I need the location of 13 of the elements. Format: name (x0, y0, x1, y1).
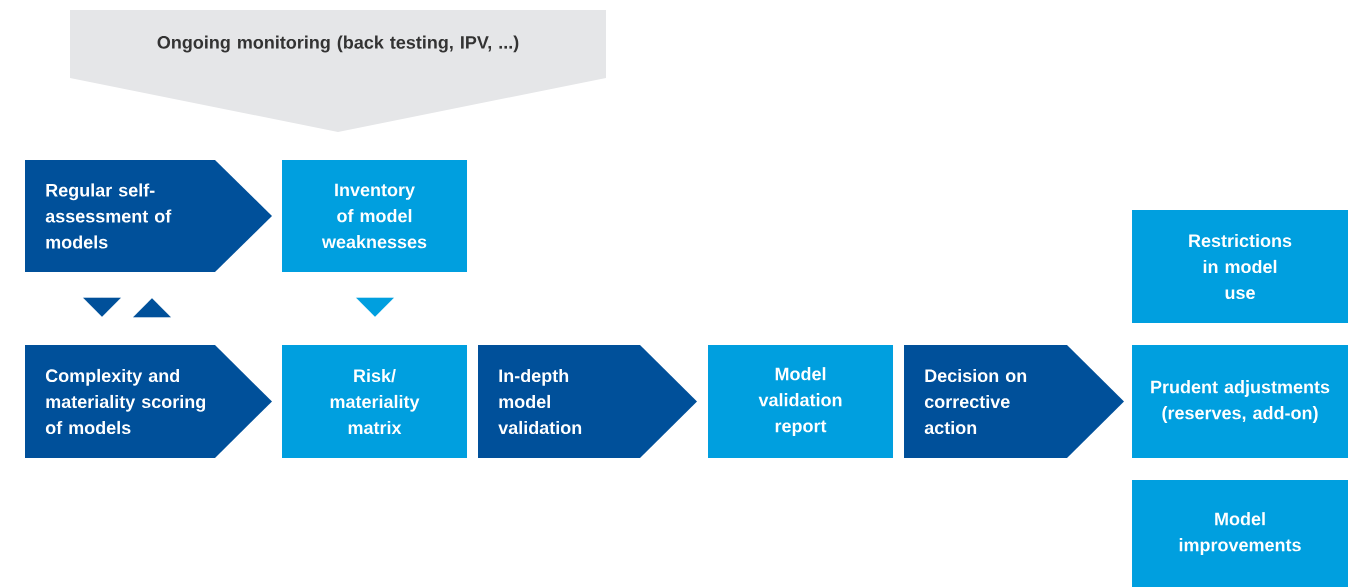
arrow (356, 297, 394, 317)
process-box: Prudent adjustments (reserves, add-on) (1132, 345, 1348, 458)
process-box: Inventory of model weaknesses (282, 160, 467, 272)
chevron-box: Regular self-assessment of models (25, 160, 272, 272)
process-box: Restrictions in model use (1132, 210, 1348, 323)
arrow (83, 297, 121, 317)
chevron-box: Decision on corrective action (904, 345, 1124, 458)
process-box: Model improvements (1132, 480, 1348, 587)
chevron-box: In-depth model validation (478, 345, 697, 458)
arrow (133, 298, 171, 318)
process-box: Model validation report (708, 345, 893, 458)
process-box: Risk/ materiality matrix (282, 345, 467, 458)
chevron-box: Complexity and materiality scoring of models (25, 345, 272, 458)
